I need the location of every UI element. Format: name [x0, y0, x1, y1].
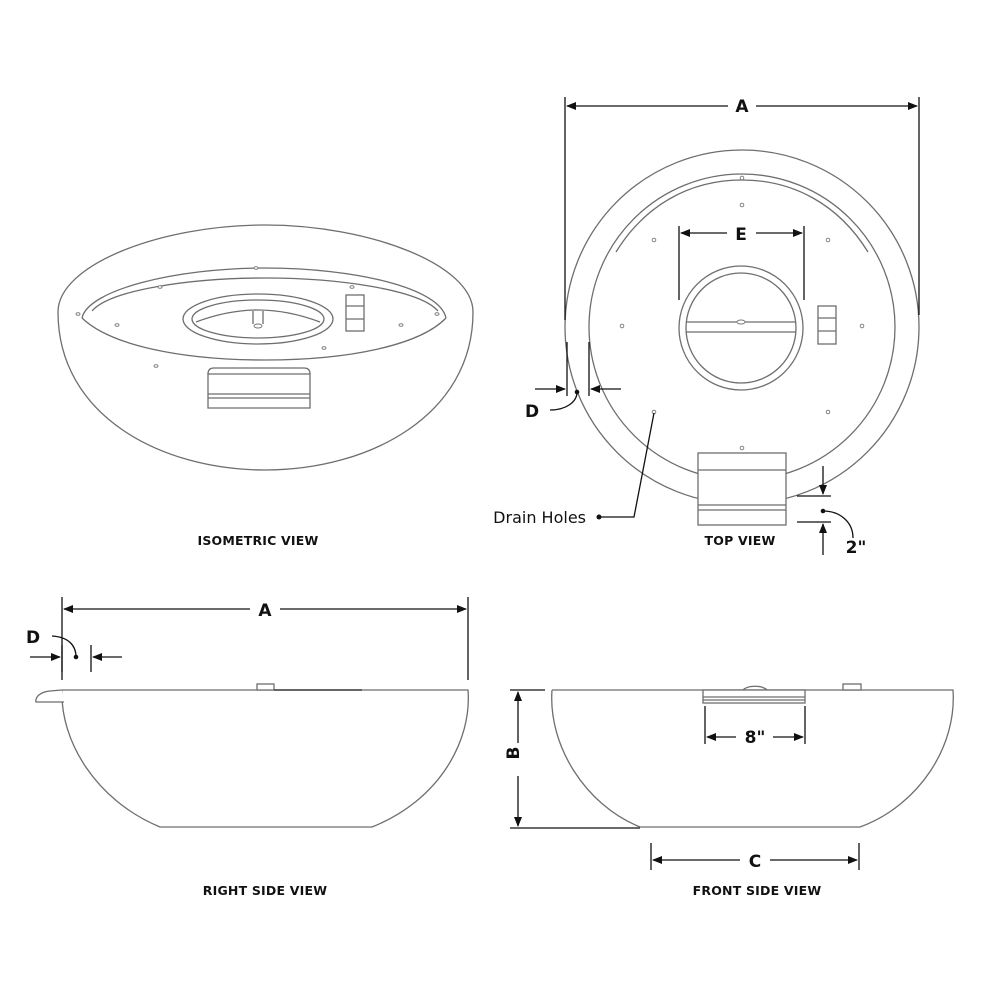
iso-drain-holes: [114, 266, 404, 327]
iso-valve-box: [345, 294, 365, 332]
top-burner-center: [736, 319, 746, 325]
iso-outer-hole-right: [321, 346, 327, 350]
right-side-view: A D RIGHT SIDE VIEW: [26, 597, 469, 898]
front-dim-b-label: B: [504, 747, 524, 760]
iso-valve-box-lines: [346, 305, 364, 320]
side-bowl-body: [61, 689, 469, 828]
top-burner-ring-outer: [678, 265, 804, 391]
iso-burner-center: [253, 323, 263, 329]
top-dim-2in-label: 2": [846, 538, 867, 558]
iso-burner-stem: [252, 311, 264, 324]
top-dim-d-label: D: [525, 402, 539, 422]
top-dim-e-label: E: [735, 225, 747, 245]
front-dim-8in-label: 8": [745, 728, 766, 748]
top-burner-ring-inner: [685, 272, 797, 384]
right-side-view-label: RIGHT SIDE VIEW: [203, 883, 327, 898]
front-bowl-body: [551, 689, 954, 828]
side-dim-a-label: A: [258, 601, 272, 621]
top-dim-2in-leader: [822, 510, 854, 539]
front-side-view: B 8" C FRONT SIDE VIEW: [504, 683, 954, 898]
iso-burner-ring-outer: [182, 293, 334, 345]
iso-bowl-body: [57, 224, 474, 471]
front-valve-cap: [842, 683, 862, 691]
side-spillway-lip: [35, 689, 64, 703]
top-valve-box-lines: [818, 317, 836, 332]
drain-holes-label: Drain Holes: [493, 508, 586, 527]
top-valve-box: [817, 305, 837, 345]
side-dim-d-label: D: [26, 628, 40, 648]
side-dim-d-leader: [51, 635, 77, 658]
top-dim-d-leader: [549, 391, 578, 411]
iso-inner-front-rim: [81, 317, 447, 361]
top-inner-circle: [588, 173, 896, 481]
top-dim-a-label: A: [735, 97, 749, 117]
drain-holes-leader: [599, 412, 655, 518]
isometric-view-label: ISOMETRIC VIEW: [197, 533, 318, 548]
iso-rim-hole-left: [75, 312, 81, 316]
top-drain-holes: [619, 175, 865, 451]
side-valve-cap: [256, 683, 275, 691]
top-view-label: TOP VIEW: [705, 533, 776, 548]
isometric-view: ISOMETRIC VIEW: [57, 224, 474, 548]
iso-burner-crossbar: [195, 309, 321, 323]
front-side-view-label: FRONT SIDE VIEW: [693, 883, 822, 898]
top-spillway: [697, 452, 787, 526]
iso-inner-ledge: [91, 277, 439, 312]
top-view: A E D Drain Holes 2" TOP VIEW: [493, 97, 920, 558]
iso-spillway: [207, 367, 311, 409]
iso-burner-ring-inner: [191, 299, 325, 339]
iso-rim-hole-right: [434, 312, 440, 316]
front-dim-c-label: C: [749, 852, 761, 872]
front-spillway: [702, 685, 806, 704]
iso-inner-basin: [81, 267, 447, 319]
iso-outer-hole-left: [153, 364, 159, 368]
